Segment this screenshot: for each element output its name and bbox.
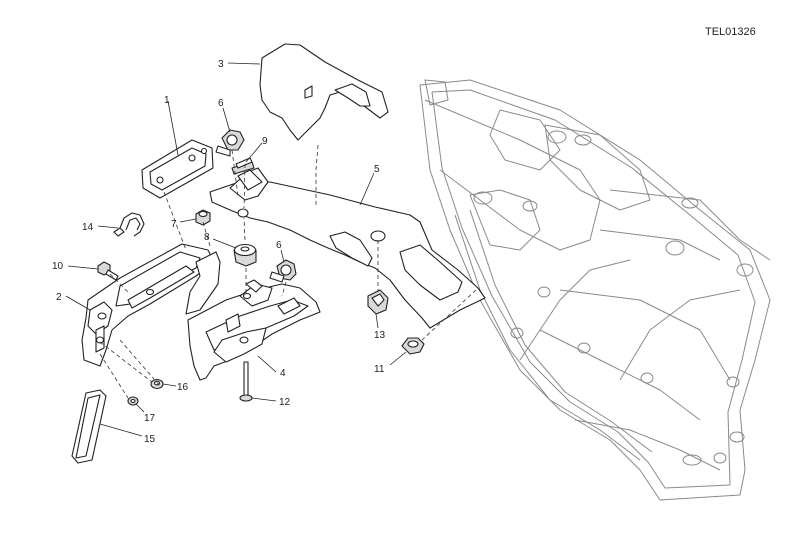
ref-label-3: 3 <box>218 59 224 70</box>
ref-label-16: 16 <box>177 382 189 393</box>
drawing-code: TEL01326 <box>705 26 756 38</box>
clip <box>367 289 389 315</box>
ref-label-6-lower: 6 <box>276 240 282 251</box>
screw-12 <box>239 361 253 402</box>
ref-label-11: 11 <box>374 364 385 375</box>
license-plate-light <box>141 139 214 199</box>
lower-support <box>187 279 321 381</box>
cable-tie <box>231 157 255 175</box>
clamp-upper <box>215 129 245 157</box>
ref-label-9: 9 <box>262 136 268 147</box>
screw-10 <box>97 261 119 281</box>
ref-label-2: 2 <box>56 292 62 303</box>
reflector <box>71 389 107 464</box>
ref-label-8: 8 <box>204 232 210 243</box>
ref-label-1: 1 <box>164 95 170 106</box>
ref-label-15: 15 <box>144 434 156 445</box>
assembly-lines <box>99 144 477 399</box>
nut-16 <box>150 378 164 390</box>
reference-labels: 1 2 3 4 5 6 6 7 8 9 10 11 12 13 14 15 16 <box>52 59 407 445</box>
ref-label-5: 5 <box>374 164 380 175</box>
ref-label-17: 17 <box>144 413 156 424</box>
ref-label-12: 12 <box>279 397 291 408</box>
ref-label-6-upper: 6 <box>218 98 224 109</box>
rubber-grommet <box>233 243 257 267</box>
support-bracket <box>209 167 486 329</box>
ref-label-14: 14 <box>82 222 94 233</box>
plate-holder <box>81 243 221 367</box>
cable-clamp <box>113 212 145 237</box>
screw-11 <box>401 337 425 355</box>
nut-7 <box>195 209 211 226</box>
cover <box>259 43 389 141</box>
clamp-lower <box>269 259 297 283</box>
rear-subframe <box>419 79 771 501</box>
washer-17 <box>127 396 139 406</box>
ref-label-4: 4 <box>280 368 286 379</box>
ref-label-7: 7 <box>171 219 177 230</box>
ref-label-13: 13 <box>374 330 386 341</box>
ref-label-10: 10 <box>52 261 64 272</box>
